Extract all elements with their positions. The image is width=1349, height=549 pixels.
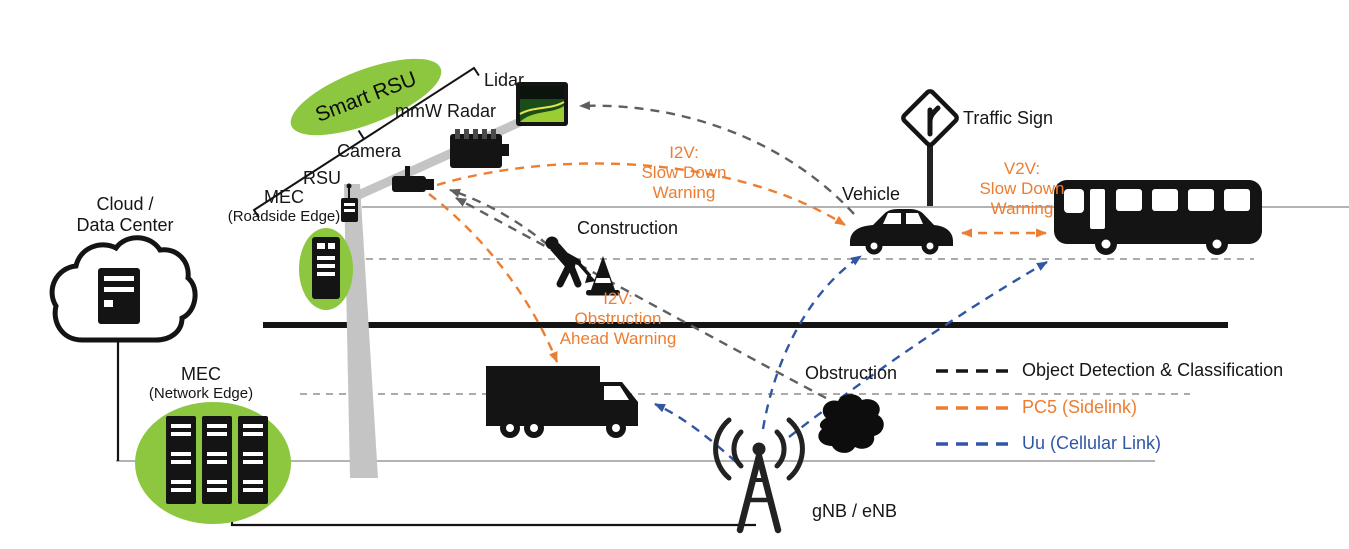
traffic-sign-icon <box>901 89 959 206</box>
construction-worker-icon <box>545 236 596 288</box>
message-i2v-obstruction-line1: I2V: <box>603 289 633 308</box>
smart-rsu-bracket <box>252 66 480 219</box>
rsu-pole <box>344 184 378 478</box>
arrow-uu-gnb-to-truck <box>654 402 737 463</box>
label-mec-network-line1: MEC <box>181 364 221 384</box>
message-i2v-obstruction-line3: Ahead Warning <box>559 329 677 349</box>
message-v2v-slowdown: V2V: Slow Down Warning <box>956 159 1088 219</box>
message-i2v-slowdown-line1: I2V: <box>669 143 699 162</box>
label-camera: Camera <box>337 141 402 161</box>
label-cloud-line1: Cloud / <box>96 194 154 214</box>
arrow-uu-gnb-to-bus <box>788 260 1048 438</box>
lidar-icon <box>516 82 568 126</box>
cloud-icon <box>49 235 198 343</box>
bus-icon <box>1054 180 1262 255</box>
label-cloud-datacenter: Cloud / Data Center <box>60 194 190 235</box>
label-cloud-line2: Data Center <box>76 214 174 235</box>
label-vehicle: Vehicle <box>842 184 901 204</box>
server-racks-icon <box>166 416 268 504</box>
label-rsu: RSU <box>303 168 342 188</box>
mec-network-edge <box>135 402 291 524</box>
message-v2v-slowdown-line3: Warning <box>990 199 1054 219</box>
message-i2v-obstruction-line2: Obstruction <box>574 309 662 329</box>
smart-rsu-ellipse <box>290 58 442 136</box>
camera-icon <box>392 166 434 192</box>
server-tower-icon <box>312 237 340 299</box>
label-mmw-radar: mmW Radar <box>395 101 497 121</box>
arrow-detect-obstruction-to-camera <box>455 196 827 400</box>
label-mec-network-line2: (Network Edge) <box>148 384 254 402</box>
label-mec-roadside: MEC (Roadside Edge) <box>225 187 343 225</box>
legend-label-object-detection: Object Detection & Classification <box>1022 360 1284 380</box>
legend-label-pc5: PC5 (Sidelink) <box>1022 397 1138 417</box>
label-lidar: Lidar <box>484 70 525 90</box>
message-v2v-slowdown-line1: V2V: <box>1003 159 1041 178</box>
traffic-cone-icon <box>586 256 620 296</box>
legend <box>936 369 1012 446</box>
gnb-antenna-icon <box>713 417 805 534</box>
message-i2v-obstruction: I2V: Obstruction Ahead Warning <box>542 289 694 349</box>
mec-to-gnb-backhaul-line <box>230 505 756 527</box>
rsu-device-icon <box>341 183 358 222</box>
car-icon <box>850 209 953 255</box>
label-mec-roadside-line2: (Roadside Edge) <box>227 207 341 225</box>
obstruction-icon <box>818 394 884 453</box>
arrow-detect-construction-to-camera <box>449 188 549 246</box>
cloud-server-icon <box>98 268 140 324</box>
label-gnb: gNB / eNB <box>812 501 898 521</box>
arrow-i2v-slowdown <box>436 162 846 227</box>
message-i2v-slowdown-line2: Slow Down <box>641 163 727 183</box>
mmw-radar-icon <box>450 129 509 168</box>
arrow-uu-gnb-to-car <box>761 255 862 430</box>
mec-roadside-edge <box>299 228 353 310</box>
label-traffic-sign: Traffic Sign <box>963 108 1054 128</box>
label-construction: Construction <box>577 218 679 238</box>
road <box>116 206 1349 462</box>
message-v2v-slowdown-line2: Slow Down <box>979 179 1065 199</box>
label-obstruction: Obstruction <box>805 363 898 383</box>
sensor-mount-arm <box>350 108 542 203</box>
arrow-i2v-obstruction <box>428 193 559 363</box>
label-mec-roadside-line1: MEC <box>264 187 304 207</box>
label-mec-network: MEC (Network Edge) <box>138 364 264 402</box>
legend-label-uu: Uu (Cellular Link) <box>1022 433 1162 453</box>
arrow-detect-car-to-lidar <box>579 101 855 215</box>
message-i2v-slowdown: I2V: Slow Down Warning <box>618 143 750 203</box>
message-i2v-slowdown-line3: Warning <box>652 183 716 203</box>
truck-icon <box>486 366 638 438</box>
